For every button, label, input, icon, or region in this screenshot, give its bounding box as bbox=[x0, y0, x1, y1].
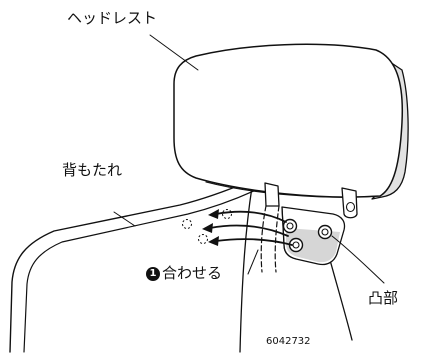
headrest-leader-line bbox=[149, 34, 199, 71]
figure-code: 6042732 bbox=[266, 336, 311, 347]
alignment-target-circle bbox=[222, 209, 232, 219]
headrest-front-pad bbox=[173, 43, 404, 198]
stay-right-post-cap bbox=[345, 201, 356, 213]
mounting-bracket bbox=[281, 206, 346, 266]
alignment-indicators bbox=[182, 209, 232, 244]
backrest-inner-edge bbox=[23, 189, 257, 353]
alignment-arrowheads bbox=[202, 209, 219, 246]
mounting-boss-upper bbox=[282, 218, 298, 234]
alignment-arrow bbox=[209, 224, 289, 237]
headrest bbox=[149, 34, 409, 200]
mounting-boss-right bbox=[317, 224, 333, 240]
alignment-arrow bbox=[215, 238, 293, 246]
stay-left-post bbox=[264, 182, 280, 207]
boss-label: 凸部 bbox=[368, 289, 399, 307]
backrest-leader-line bbox=[113, 211, 136, 227]
bracket-edge bbox=[281, 206, 297, 260]
alignment-arrows bbox=[209, 210, 293, 246]
alignment-target-circle bbox=[198, 234, 208, 244]
step-instruction: 合わせる bbox=[162, 264, 223, 282]
arrowhead bbox=[202, 223, 213, 233]
boss-leader-line bbox=[331, 235, 385, 284]
step-number-badge: 1 bbox=[146, 266, 160, 281]
callout-leaders bbox=[247, 235, 385, 284]
arrowhead bbox=[208, 209, 219, 219]
headrest-label: ヘッドレスト bbox=[67, 9, 158, 27]
alignment-arrow bbox=[215, 210, 287, 223]
backrest-outer-edge bbox=[9, 180, 251, 353]
step-callout: 1 合わせる bbox=[146, 266, 222, 281]
stay-left-post-tube bbox=[260, 205, 280, 273]
alignment-target-circle bbox=[182, 219, 192, 229]
arrowhead bbox=[208, 236, 219, 246]
headrest-stay bbox=[260, 182, 358, 273]
backrest-label: 背もたれ bbox=[62, 161, 123, 179]
step-leader-line bbox=[247, 249, 259, 275]
headrest-bottom-edge bbox=[205, 181, 379, 198]
backrest-side-line bbox=[239, 186, 253, 353]
